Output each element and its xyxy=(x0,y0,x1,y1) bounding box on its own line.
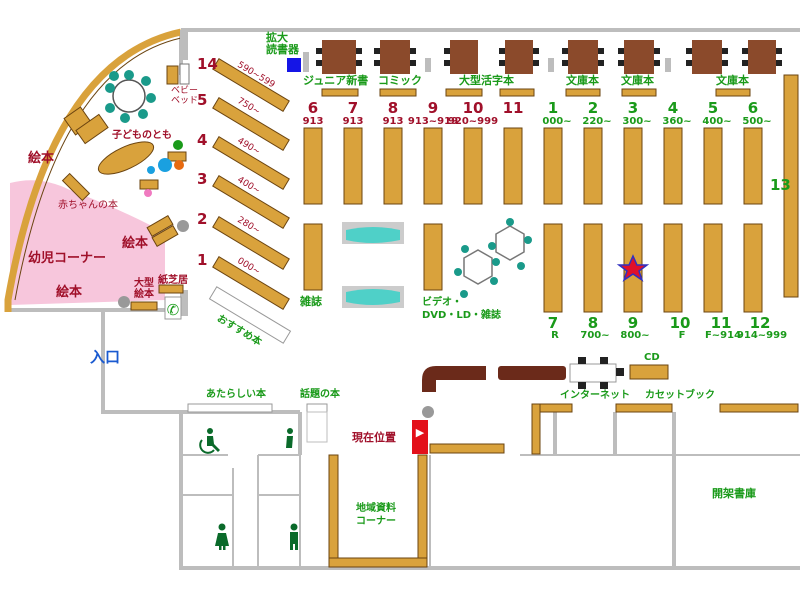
childrens-forest-label: 子どものとも xyxy=(112,130,172,141)
green-top-shelf-number-2: 2 xyxy=(587,99,599,117)
cd-label: CD xyxy=(644,352,660,363)
green-bottom-shelf-range-9: 800~ xyxy=(620,330,650,341)
green-top-shelf-number-5: 5 xyxy=(707,99,719,117)
green-bottom-shelf-number-11: 11 xyxy=(710,314,732,332)
diagonal-shelf-number-5: 5 xyxy=(197,91,208,109)
star-marker xyxy=(616,254,650,282)
green-bottom-shelf-range-8: 700~ xyxy=(580,330,610,341)
large-print-books-label: 大型活字本 xyxy=(459,74,514,87)
current-location-label: 現在位置 xyxy=(352,431,396,444)
video-media-label: ビデオ・ DVD・LD・雑誌 xyxy=(422,297,502,321)
red-shelf-range-10: 920~999 xyxy=(447,116,499,127)
junior-new-books-label: ジュニア新書 xyxy=(303,74,369,87)
green-bottom-shelf-number-7: 7 xyxy=(547,314,559,332)
round-reading-table xyxy=(105,70,156,123)
green-top-shelf-range-3: 300~ xyxy=(622,116,652,127)
large-print-reader-label: 拡大 読書器 xyxy=(266,31,299,56)
green-bottom-shelf-range-7: R xyxy=(551,330,559,341)
magazines-label: 雑誌 xyxy=(300,295,322,308)
green-top-shelf-range-6: 500~ xyxy=(742,116,772,127)
local-materials-label: 地域資料 コーナー xyxy=(356,503,396,527)
kamishibai-label: 紙芝居 xyxy=(158,275,188,286)
green-top-shelf-range-2: 220~ xyxy=(582,116,612,127)
service-counter xyxy=(422,366,486,392)
picture-books-label-1: 絵本 xyxy=(28,151,55,166)
picture-books-label-3: 絵本 xyxy=(56,285,83,300)
green-bottom-shelf-number-10: 10 xyxy=(669,314,691,332)
restroom-icons xyxy=(199,428,298,550)
red-shelf-number-11: 11 xyxy=(502,99,524,117)
comics-label: コミック xyxy=(378,74,422,87)
shelf-13-label: 13 xyxy=(770,176,791,194)
green-top-shelf-number-4: 4 xyxy=(667,99,679,117)
local-materials-shelving xyxy=(328,403,799,568)
green-top-shelf-range-4: 360~ xyxy=(662,116,692,127)
svg-text:✆: ✆ xyxy=(167,301,180,319)
water-basins xyxy=(342,222,404,308)
green-bottom-shelf-number-8: 8 xyxy=(587,314,599,332)
red-shelf-number-10: 10 xyxy=(462,99,484,117)
green-top-shelf-range-5: 400~ xyxy=(702,116,732,127)
diagonal-shelf-number-14: 14 xyxy=(197,55,218,73)
green-bottom-shelf-range-11: F~914 xyxy=(704,330,742,341)
green-bottom-shelf-number-9: 9 xyxy=(627,314,639,332)
green-top-shelf-number-6: 6 xyxy=(747,99,759,117)
diagonal-shelves xyxy=(212,58,290,310)
diagonal-shelf-number-1: 1 xyxy=(197,251,208,269)
red-shelf-number-7: 7 xyxy=(347,99,359,117)
red-shelf-range-6: 913 xyxy=(302,116,324,127)
reading-tables-top xyxy=(316,40,782,74)
green-top-shelf-number-3: 3 xyxy=(627,99,639,117)
big-picture-books-label: 大型 絵本 xyxy=(134,278,154,300)
svg-text:▶: ▶ xyxy=(416,426,425,439)
bunko-label-2: 文庫本 xyxy=(621,74,654,87)
kids-pink-area xyxy=(10,180,165,305)
green-top-shelf-number-1: 1 xyxy=(547,99,559,117)
large-print-reader xyxy=(287,58,301,72)
red-shelf-number-8: 8 xyxy=(387,99,399,117)
preschool-corner-label: 幼児コーナー xyxy=(28,251,107,266)
hex-seating xyxy=(454,218,532,298)
green-top-shelf-range-1: 000~ xyxy=(542,116,572,127)
red-shelf-range-9: 913~919 xyxy=(407,116,459,127)
outer-walls xyxy=(8,28,800,570)
bunko-label-3: 文庫本 xyxy=(716,74,749,87)
green-bottom-shelf-range-12: 914~999 xyxy=(736,330,788,341)
entrance-label: 入口 xyxy=(90,348,121,366)
diagonal-shelf-number-3: 3 xyxy=(197,170,208,188)
green-bottom-shelf-range-10: F xyxy=(678,330,686,341)
internet-terminals xyxy=(569,357,624,389)
bunko-label-1: 文庫本 xyxy=(566,74,599,87)
babies-books-label: 赤ちゃんの本 xyxy=(58,200,118,211)
internet-label: インターネット xyxy=(560,390,630,401)
vertical-shelves xyxy=(303,74,799,313)
green-bottom-shelf-number-12: 12 xyxy=(749,314,771,332)
new-books-label: あたらしい本 xyxy=(206,389,266,400)
red-shelf-range-8: 913 xyxy=(382,116,404,127)
closed-stacks-label: 開架書庫 xyxy=(712,487,756,500)
current-location-marker: ▶ xyxy=(412,420,428,454)
diagonal-shelf-number-4: 4 xyxy=(197,131,208,149)
topical-books-label: 話題の本 xyxy=(300,389,340,400)
baby-bed-label: ベビー ベッド xyxy=(171,86,199,106)
diagonal-shelf-number-2: 2 xyxy=(197,210,208,228)
cassette-books-label: カセットブック xyxy=(645,390,715,401)
red-shelf-range-7: 913 xyxy=(342,116,364,127)
red-shelf-number-6: 6 xyxy=(307,99,319,117)
picture-books-label-2: 絵本 xyxy=(122,236,149,251)
red-shelf-number-9: 9 xyxy=(427,99,439,117)
